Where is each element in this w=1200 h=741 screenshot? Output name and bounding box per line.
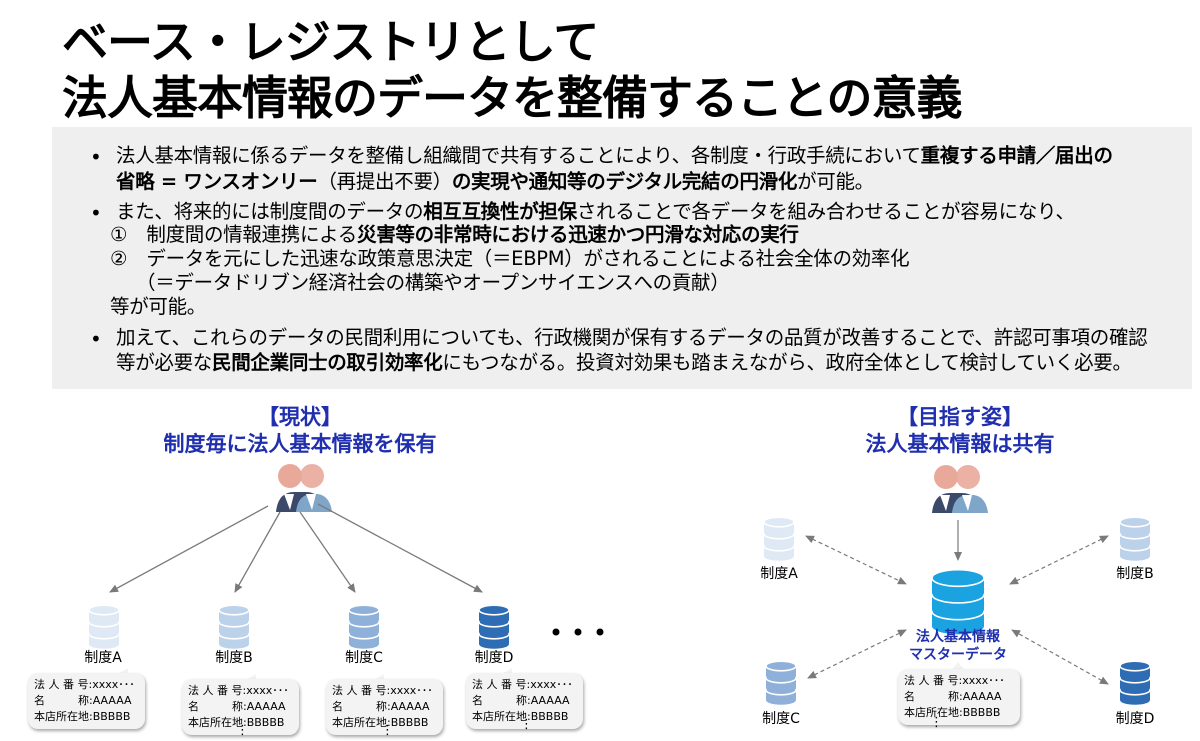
summary-box [52, 127, 1192, 389]
arrow-master-system-b [1009, 535, 1109, 585]
page-title: ベース・レジストリとして 法人基本情報のデータを整備することの意義 [62, 14, 963, 126]
record-more-c: ⋮ [381, 723, 394, 738]
target-system-a-label: 制度A [760, 566, 798, 582]
arrow-master-system-d [1011, 629, 1109, 685]
database-icon-current-3 [348, 604, 380, 649]
summary-p2-item2-sub: （＝データドリブン経済社会の構築やオープンサイエンスへの貢献） [136, 271, 730, 294]
arrow-to-system-c [299, 511, 356, 593]
summary-p3-line1: 加えて、これらのデータの民間利用についても、行政機関が保有するデータの品質が改善… [116, 326, 1148, 349]
bullet-3: • [90, 327, 102, 351]
record-more-b: ⋮ [236, 723, 249, 738]
database-icon-target-3 [765, 660, 797, 705]
summary-p3-line2: 等が必要な民間企業同士の取引効率化にもつながる。投資対効果も踏まえながら、政府全… [116, 351, 1132, 374]
record-bubble-d: 法 人 番 号:xxxx･･･ 名 称:AAAAA 本店所在地:BBBBB [466, 673, 583, 729]
record-bubble-c: 法 人 番 号:xxxx･･･ 名 称:AAAAA 本店所在地:BBBBB [326, 679, 443, 735]
target-system-b-label: 制度B [1116, 566, 1154, 582]
database-icon-current-1 [88, 604, 120, 649]
database-icon-current-2 [218, 604, 250, 649]
current-system-d-label: 制度D [474, 650, 514, 666]
current-system-a-label: 制度A [84, 650, 122, 666]
person-group-icon-current [276, 464, 332, 512]
database-icon-target-4 [1119, 660, 1151, 705]
target-system-d-label: 制度D [1115, 711, 1155, 727]
current-heading: 【現状】 制度毎に法人基本情報を保有 [163, 405, 437, 456]
record-bubble-b: 法 人 番 号:xxxx･･･ 名 称:AAAAA 本店所在地:BBBBB [182, 679, 299, 735]
ellipsis-dots [552, 628, 604, 636]
record-bubble-a: 法 人 番 号:xxxx･･･ 名 称:AAAAA 本店所在地:BBBBB [28, 673, 145, 729]
arrow-master-system-a [805, 535, 907, 585]
arrow-to-system-d [317, 503, 483, 593]
summary-p2-item2: ② データを元にした迅速な政策意思決定（＝EBPM）がされることによる社会全体の… [110, 247, 910, 270]
page-title-line1: ベース・レジストリとして [62, 15, 599, 69]
master-record-bubble: 法 人 番 号:xxxx･･･ 名 称:AAAAA 本店所在地:BBBBB [898, 669, 1020, 725]
target-heading: 【目指す姿】 法人基本情報は共有 [865, 405, 1055, 456]
summary-p1-line2: 省略 = ワンスオンリー（再提出不要）の実現や通知等のデジタル完結の円滑化が可能… [116, 170, 874, 193]
target-system-c-label: 制度C [762, 711, 800, 727]
master-data-label: 法人基本情報 マスターデータ [909, 629, 1007, 663]
page-title-line2: 法人基本情報のデータを整備することの意義 [62, 71, 963, 125]
summary-p1-line1: 法人基本情報に係るデータを整備し組織間で共有することにより、各制度・行政手続にお… [116, 144, 1113, 167]
master-record-more: ⋮ [930, 715, 943, 730]
bullet-2: • [90, 201, 102, 225]
database-icon-current-4 [478, 604, 510, 649]
arrow-to-system-b [234, 511, 281, 593]
current-system-b-label: 制度B [215, 650, 253, 666]
bullet-1: • [90, 145, 102, 169]
current-system-c-label: 制度C [345, 650, 383, 666]
database-icon-target-2 [1119, 516, 1151, 561]
summary-p2-item1: ① 制度間の情報連携による災害等の非常時における迅速かつ円滑な対応の実行 [110, 223, 799, 246]
database-icon-target-1 [763, 516, 795, 561]
arrow-to-system-a [109, 505, 269, 593]
database-icon-master [931, 568, 985, 635]
summary-p2-closing: 等が可能。 [110, 295, 207, 318]
person-group-icon-target [932, 465, 988, 513]
summary-p2-line1: また、将来的には制度間のデータの相互互換性が担保されることで各データを組み合わせ… [116, 200, 1075, 223]
record-more-d: ⋮ [520, 717, 533, 732]
